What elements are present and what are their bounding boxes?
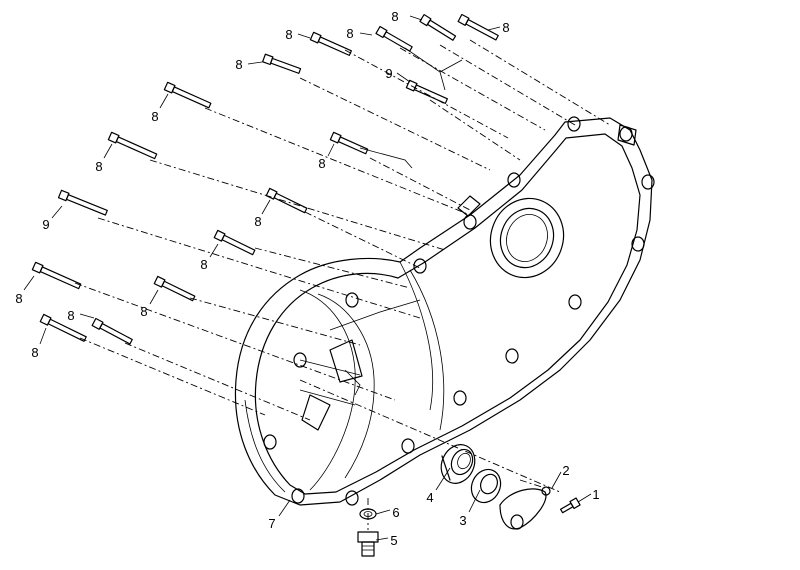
bolt-part-8 bbox=[31, 261, 82, 290]
assembly-lines bbox=[74, 39, 611, 530]
callout-8: 8 bbox=[95, 159, 102, 174]
bolt-part-8 bbox=[419, 14, 457, 41]
callout-labels: 8 8 8 8 8 9 8 8 8 9 8 8 8 8 8 8 2 1 4 3 6 7 5 bbox=[15, 9, 599, 548]
bolt-part-8 bbox=[39, 313, 87, 342]
callout-8: 8 bbox=[151, 109, 158, 124]
seal-part-3 bbox=[470, 468, 502, 504]
callout-8: 8 bbox=[254, 214, 261, 229]
bolt-part-9 bbox=[57, 189, 108, 216]
bolt-part-8 bbox=[91, 317, 133, 345]
callout-3: 3 bbox=[459, 513, 466, 528]
callout-8: 8 bbox=[391, 9, 398, 24]
callout-6: 6 bbox=[392, 505, 399, 520]
bolt-part-8 bbox=[107, 131, 158, 160]
screw-part-1 bbox=[560, 497, 581, 514]
bolts bbox=[31, 13, 499, 345]
bolt-part-8 bbox=[457, 13, 499, 41]
callout-2: 2 bbox=[562, 463, 569, 478]
callout-9: 9 bbox=[42, 217, 49, 232]
callout-8: 8 bbox=[318, 156, 325, 171]
washer-part-6 bbox=[359, 508, 377, 520]
callout-8: 8 bbox=[140, 304, 147, 319]
callout-8: 8 bbox=[200, 257, 207, 272]
cover-housing-part-7 bbox=[234, 116, 655, 506]
bearing-part-4 bbox=[440, 444, 476, 484]
callout-8: 8 bbox=[502, 20, 509, 35]
leader-lines bbox=[23, 15, 592, 541]
bolt-part-8 bbox=[375, 25, 413, 52]
drain-bolt-part-5 bbox=[357, 531, 379, 557]
callout-8: 8 bbox=[15, 291, 22, 306]
bolt-part-8 bbox=[329, 131, 369, 155]
bolt-part-8 bbox=[265, 187, 308, 214]
callout-9: 9 bbox=[385, 66, 392, 81]
callout-8: 8 bbox=[285, 27, 292, 42]
plate-part-2 bbox=[499, 486, 551, 530]
callout-8: 8 bbox=[67, 308, 74, 323]
bolt-part-8 bbox=[213, 229, 256, 256]
callout-1: 1 bbox=[592, 487, 599, 502]
bolt-part-9 bbox=[405, 79, 448, 104]
callout-8: 8 bbox=[346, 26, 353, 41]
callout-7: 7 bbox=[268, 516, 275, 531]
callout-4: 4 bbox=[426, 490, 433, 505]
callout-8: 8 bbox=[31, 345, 38, 360]
bolt-part-8 bbox=[163, 81, 212, 109]
bolt-part-8 bbox=[262, 53, 302, 74]
bolt-part-8 bbox=[153, 275, 196, 302]
bolt-part-8 bbox=[309, 31, 352, 56]
callout-8: 8 bbox=[235, 57, 242, 72]
callout-5: 5 bbox=[390, 533, 397, 548]
